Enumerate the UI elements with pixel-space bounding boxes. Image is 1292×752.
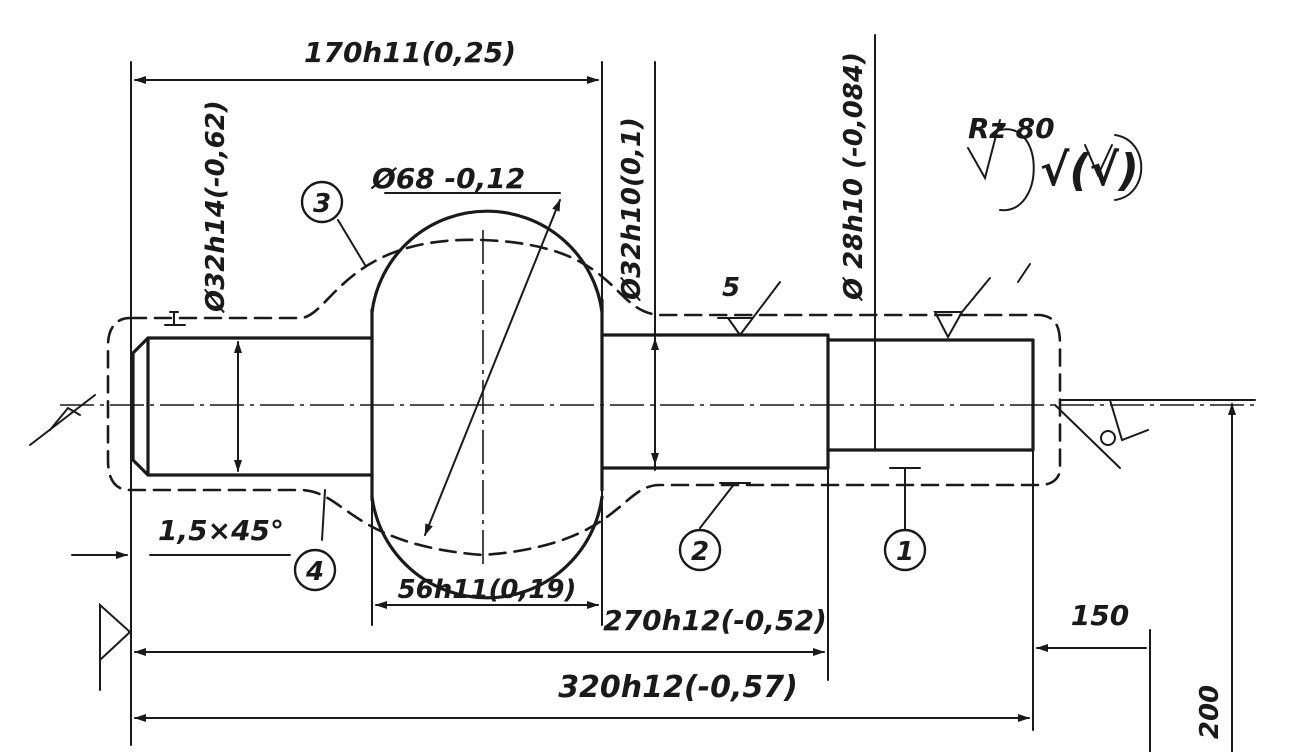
callout-leaders [321,219,921,541]
dim-chamfer: 1,5×45° [158,514,284,547]
roughness-symbol: √(√) [1040,145,1139,196]
dim-dia-68: Ø68 -0,12 [370,162,525,195]
callout-circle-4 [293,548,337,592]
callout-4: 4 [305,557,324,587]
dim-56h11: 56h11(0,19) [398,575,577,605]
callout-1: 1 [896,537,914,567]
callout-3: 3 [313,189,331,219]
dim-dia-28: Ø 28h10 (-0,084) [839,52,869,302]
callout-circle-3 [300,180,344,224]
dim-270h12: 270h12(-0,52) [603,604,827,637]
callout-circle-1 [883,528,927,572]
dim-150: 150 [1071,599,1129,632]
surface-finish-5: 5 [722,273,740,303]
roughness-rz80: Rz 80 [968,112,1055,145]
surface-finish-marks [29,119,1149,691]
dim-170h11: 170h11(0,25) [304,36,516,69]
dim-dia-32-left: Ø32h14(-0,62) [201,100,231,314]
callout-circle-2 [678,528,722,572]
callout-2: 2 [691,537,709,567]
blank-outline [106,238,1062,557]
dim-200: 200 [1195,685,1225,739]
dim-dia-32-mid: Ø32h10(0,1) [617,117,647,302]
dim-320h12: 320h12(-0,57) [558,670,798,705]
extension-lines [130,34,1256,752]
dimension-lines [71,76,1236,752]
